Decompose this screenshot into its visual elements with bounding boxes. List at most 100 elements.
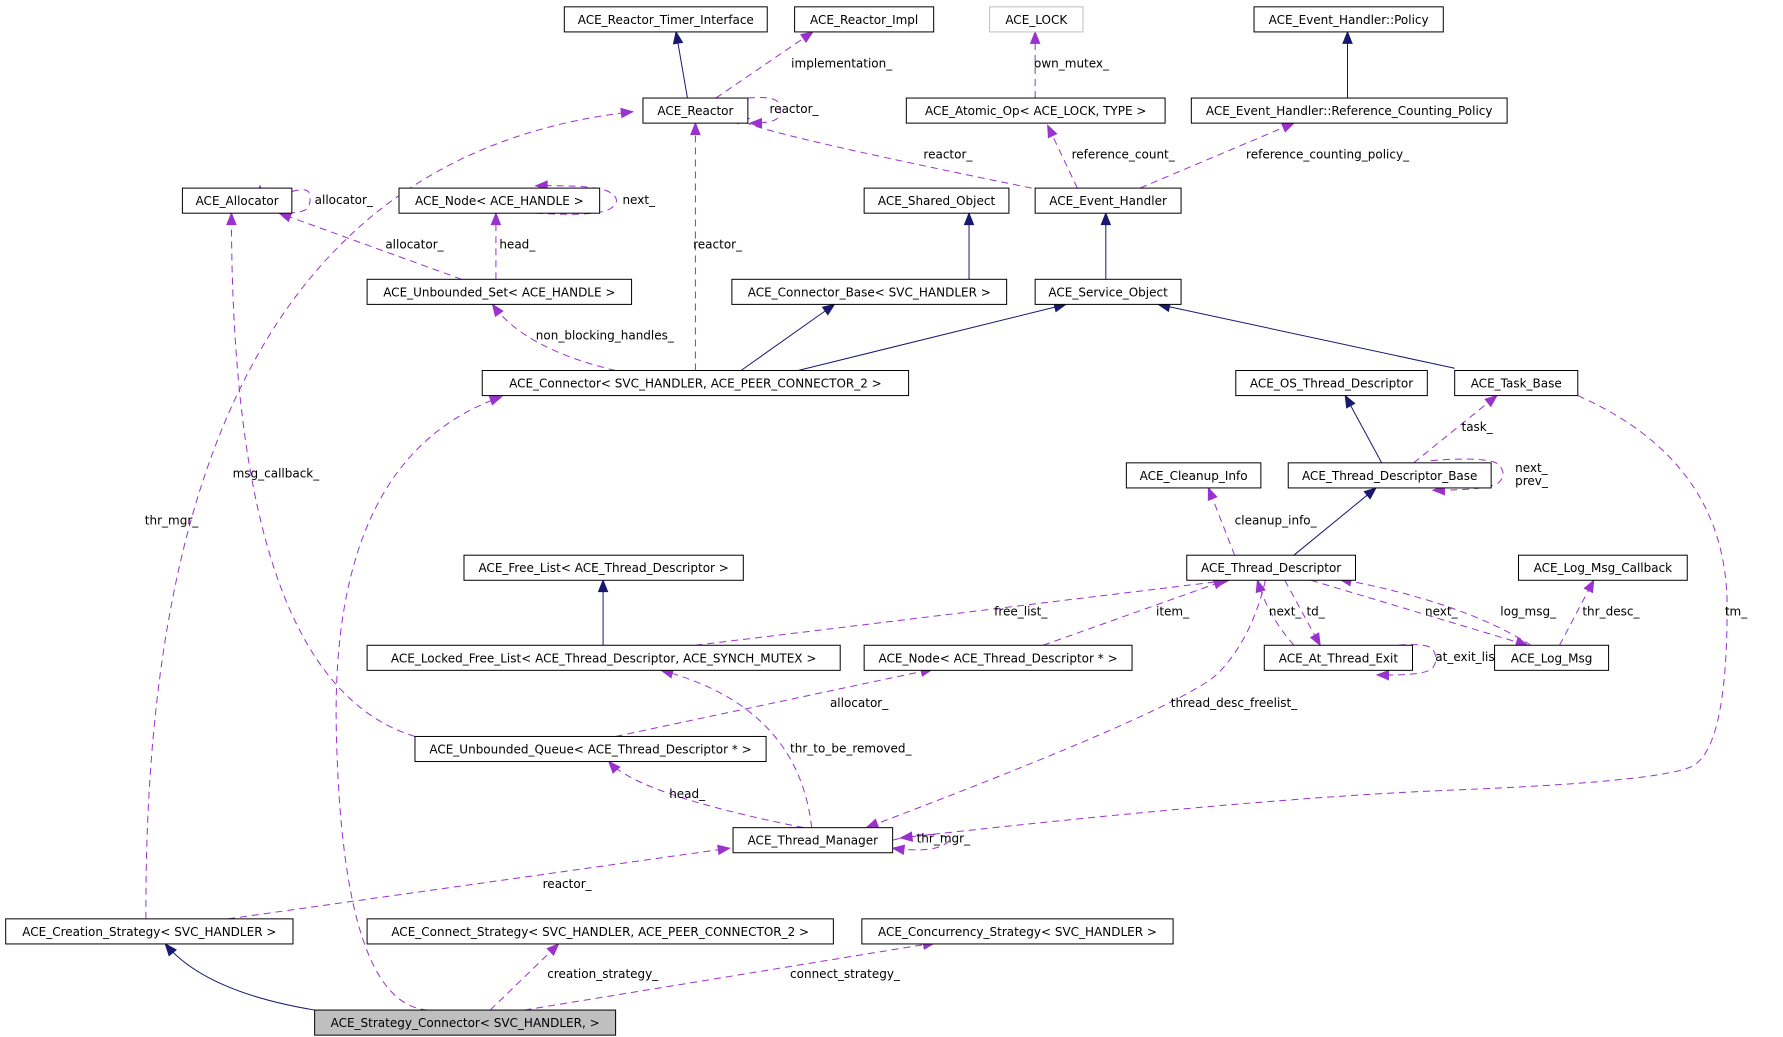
class-node-label: ACE_Node< ACE_HANDLE >	[415, 194, 584, 208]
edge-label: allocator_	[385, 238, 444, 252]
class-node-connector[interactable]: ACE_Connector< SVC_HANDLER, ACE_PEER_CON…	[481, 370, 910, 397]
class-node-label: ACE_Thread_Descriptor_Base	[1302, 469, 1477, 483]
edge-arrowhead-log_msg-to-log_msg_callback	[226, 211, 237, 226]
class-node-reactor_timer_interface[interactable]: ACE_Reactor_Timer_Interface	[563, 6, 768, 33]
class-node-label: ACE_Service_Object	[1048, 285, 1168, 299]
class-node-cleanup_info[interactable]: ACE_Cleanup_Info	[1125, 462, 1262, 489]
class-node-thread_descriptor_base[interactable]: ACE_Thread_Descriptor_Base	[1287, 462, 1492, 489]
class-node-label: ACE_Thread_Descriptor	[1201, 561, 1341, 575]
class-node-box	[905, 97, 1166, 124]
class-node-reactor_impl[interactable]: ACE_Reactor_Impl	[794, 6, 935, 33]
edge-event_handler-to-ref_counting_policy	[1139, 122, 1295, 189]
edge-thread_descriptor-to-at_thread_exit	[1374, 644, 1437, 676]
class-node-atomic_op[interactable]: ACE_Atomic_Op< ACE_LOCK, TYPE >	[905, 97, 1166, 124]
class-node-event_handler[interactable]: ACE_Event_Handler	[1034, 187, 1182, 214]
class-node-at_thread_exit[interactable]: ACE_At_Thread_Exit	[1263, 644, 1413, 671]
class-node-strategy_connector[interactable]: ACE_Strategy_Connector< SVC_HANDLER, >	[314, 1009, 617, 1036]
edge-arrowhead-atomic_op-to-ace_lock	[1029, 30, 1041, 44]
edge-label: creation_strategy_	[547, 967, 659, 981]
edge-label: reactor_	[543, 877, 593, 891]
edge-unbounded_queue-to-node_thread_descriptor	[608, 761, 804, 829]
edge-node_handle-to-node_handle	[535, 185, 617, 215]
edge-thread_manager-to-thread_manager	[145, 111, 633, 919]
class-node-service_object[interactable]: ACE_Service_Object	[1034, 278, 1182, 305]
class-node-unbounded_queue[interactable]: ACE_Unbounded_Queue< ACE_Thread_Descript…	[414, 735, 767, 763]
class-node-label: ACE_Reactor_Timer_Interface	[578, 13, 754, 27]
edge-locked_free_list-to-thread_descriptor	[695, 579, 1230, 646]
edge-node_thread_descriptor-to-node_thread_descriptor	[1256, 580, 1295, 646]
class-node-free_list[interactable]: ACE_Free_List< ACE_Thread_Descriptor >	[463, 554, 744, 581]
edge-label: at_exit_list_	[1435, 650, 1506, 664]
edge-label: free_list_	[994, 605, 1048, 619]
class-node-label: ACE_Reactor_Impl	[810, 13, 918, 27]
edge-label: allocator_	[830, 696, 889, 710]
edge-unbounded_set-to-allocator	[279, 212, 462, 280]
class-node-thread_descriptor[interactable]: ACE_Thread_Descriptor	[1186, 554, 1356, 581]
class-node-box	[1190, 97, 1508, 124]
class-node-box	[989, 6, 1084, 33]
class-node-os_thread_descriptor[interactable]: ACE_OS_Thread_Descriptor	[1235, 370, 1428, 397]
class-node-label: ACE_Connector< SVC_HANDLER, ACE_PEER_CON…	[509, 377, 882, 391]
class-node-node_handle[interactable]: ACE_Node< ACE_HANDLE >	[398, 187, 601, 214]
class-node-label: ACE_Creation_Strategy< SVC_HANDLER >	[22, 925, 276, 939]
edge-label: own_mutex_	[1034, 56, 1110, 70]
edge-label: reference_count_	[1072, 147, 1176, 161]
edge-thread_manager-to-locked_free_list	[866, 580, 1266, 829]
class-node-event_handler_policy[interactable]: ACE_Event_Handler::Policy	[1253, 6, 1444, 33]
class-node-ref_counting_policy[interactable]: ACE_Event_Handler::Reference_Counting_Po…	[1190, 97, 1508, 124]
edge-arrowhead-service_object-to-shared_object	[963, 211, 975, 226]
class-node-box	[414, 735, 767, 763]
class-node-reactor[interactable]: ACE_Reactor	[642, 97, 749, 124]
class-node-shared_object[interactable]: ACE_Shared_Object	[863, 187, 1010, 214]
class-node-box	[642, 97, 749, 124]
class-node-task_base[interactable]: ACE_Task_Base	[1454, 370, 1579, 397]
class-node-log_msg_callback[interactable]: ACE_Log_Msg_Callback	[1518, 554, 1688, 581]
edge-arrowhead-unbounded_set-to-allocator	[278, 212, 293, 223]
class-node-box	[863, 187, 1010, 214]
edge-arrowhead-locked_free_list-to-free_list	[597, 578, 609, 593]
edge-log_msg-to-log_msg_callback	[230, 213, 416, 737]
edge-at_thread_exit-to-at_thread_exit	[1310, 579, 1528, 646]
edge-arrowhead-event_handler-to-ref_counting_policy	[1280, 122, 1296, 133]
edge-label: td_	[1306, 605, 1325, 619]
edge-label: log_msg_	[1500, 605, 1557, 619]
class-node-locked_free_list[interactable]: ACE_Locked_Free_List< ACE_Thread_Descrip…	[366, 644, 841, 671]
class-node-creation_strategy[interactable]: ACE_Creation_Strategy< SVC_HANDLER >	[5, 918, 294, 945]
class-node-thread_manager[interactable]: ACE_Thread_Manager	[732, 827, 894, 854]
edge-label: reactor_	[923, 147, 973, 161]
edge-arrowhead-reactor-to-reactor_impl	[800, 31, 814, 44]
class-node-concurrency_strategy[interactable]: ACE_Concurrency_Strategy< SVC_HANDLER >	[861, 918, 1174, 945]
edge-strategy_connector-to-creation_strategy	[489, 943, 559, 1011]
class-node-box	[1518, 554, 1688, 581]
class-node-ace_lock[interactable]: ACE_LOCK	[989, 6, 1084, 33]
edge-node_thread_descriptor-to-thread_descriptor	[1042, 579, 1226, 646]
class-node-box	[1494, 644, 1610, 671]
class-node-log_msg[interactable]: ACE_Log_Msg	[1494, 644, 1610, 671]
edge-label: tm_	[1725, 605, 1748, 619]
class-node-allocator[interactable]: ACE_Allocator	[181, 187, 293, 214]
edge-arrowhead-thread_manager-to-locked_free_list	[865, 818, 880, 829]
class-node-connector_base[interactable]: ACE_Connector_Base< SVC_HANDLER >	[731, 278, 1008, 305]
class-node-box	[481, 370, 910, 397]
edge-label: head_	[669, 787, 706, 801]
edge-log_msg-to-thread_descriptor	[1559, 580, 1595, 646]
class-node-connect_strategy[interactable]: ACE_Connect_Strategy< SVC_HANDLER, ACE_P…	[366, 918, 834, 945]
class-node-node_thread_descriptor[interactable]: ACE_Node< ACE_Thread_Descriptor * >	[863, 644, 1133, 671]
class-node-box	[794, 6, 935, 33]
class-node-label: ACE_Node< ACE_Thread_Descriptor * >	[879, 651, 1118, 665]
class-node-label: ACE_Atomic_Op< ACE_LOCK, TYPE >	[925, 104, 1146, 118]
edge-arrowhead-thread_descriptor_base-to-task_base	[1484, 394, 1498, 408]
class-node-box	[563, 6, 768, 33]
edge-connector-to-connector_base	[740, 303, 835, 371]
edge-label: non_blocking_handles_	[536, 329, 675, 343]
edge-allocator-to-allocator	[259, 185, 311, 214]
class-node-label: ACE_Thread_Manager	[748, 834, 879, 848]
edge-arrowhead-thread_descriptor-to-cleanup_info	[1207, 486, 1218, 501]
class-node-label: ACE_LOCK	[1005, 13, 1068, 27]
edge-label: thr_mgr_	[145, 513, 199, 527]
class-node-box	[5, 918, 294, 945]
edge-label: next_	[1425, 605, 1459, 619]
class-node-unbounded_set[interactable]: ACE_Unbounded_Set< ACE_HANDLE >	[366, 278, 633, 305]
class-node-label: ACE_Event_Handler::Policy	[1269, 13, 1429, 27]
edge-arrowhead-node_thread_descriptor-to-node_thread_descriptor	[1255, 578, 1266, 594]
